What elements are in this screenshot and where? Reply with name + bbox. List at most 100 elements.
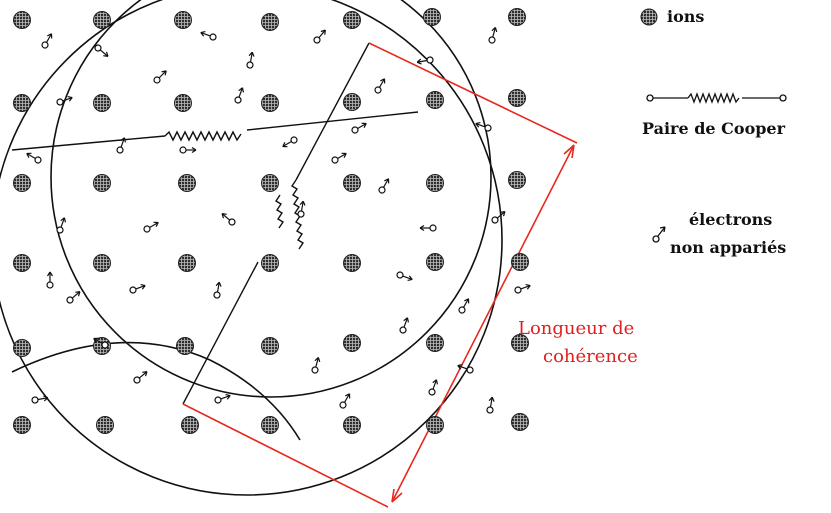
electron-arrow-icon [311,357,321,374]
ion [13,339,31,357]
electron-arrow-icon [179,146,197,154]
legend-cooper-label: Paire de Cooper [642,119,786,138]
coherence-length-label: Longueur de cohérence [518,318,638,367]
ion [178,174,196,192]
coherence-length-arrow [391,144,575,503]
main-coherence-circle [50,0,492,398]
unpaired-electrons [26,27,531,414]
ion [426,334,444,352]
arrow-head-bottom [391,488,403,503]
ion [426,91,444,109]
ion [93,254,111,272]
electron-arrow-icon [133,371,148,384]
legend-ion-icon [640,8,658,26]
coherence-label-line1: Longueur de [518,318,634,339]
ion [343,416,361,434]
electron-arrow-icon [93,337,109,349]
electron-arrow-icon [475,121,492,132]
ion [13,254,31,272]
electron-arrow-icon [94,44,109,57]
electron-arrow-icon [234,87,245,104]
electron-arrow-icon [46,271,54,289]
coherence-circles [0,0,503,496]
arrow-head-top [563,144,575,159]
legend-cooper-icon [646,92,787,104]
ion [174,94,192,112]
ion [181,416,199,434]
electron-arrow-icon [41,33,53,49]
ion [261,254,279,272]
ion [93,94,111,112]
ion [343,11,361,29]
electron-arrow-icon [486,396,495,414]
left-partial-circle [11,341,301,441]
electron-arrow-icon [313,29,326,44]
electron-arrow-icon [339,393,351,409]
electron-arrow-icon [378,178,390,194]
electron-arrow-icon [26,152,42,164]
electron-arrow-icon [416,56,434,65]
ion [508,8,526,26]
ion [261,337,279,355]
ion [13,11,31,29]
electron-arrow-icon [488,27,498,44]
electron-arrow-icon [213,281,222,299]
ion [508,89,526,107]
electron-arrow-icon [458,298,470,314]
legend-electron-icon [652,226,666,243]
ion [261,13,279,31]
ion [343,334,361,352]
legend-electrons-line1: électrons [689,210,772,229]
ion [426,253,444,271]
ion [343,93,361,111]
ion [13,94,31,112]
ion [176,337,194,355]
ion [511,413,529,431]
electron-arrow-icon [282,136,298,148]
electron-arrow-icon [66,291,81,304]
ion [343,254,361,272]
coherence-length-frame [182,42,578,508]
electron-arrow-icon [491,211,506,224]
legend-ions-label: ions [667,7,704,26]
electron-arrow-icon [331,152,347,164]
electron-arrow-icon [214,393,231,404]
ion [426,416,444,434]
legend-electrons-line2: non appariés [670,238,786,257]
ion [508,171,526,189]
ion [96,416,114,434]
electron-arrow-icon [399,317,410,334]
ion [426,174,444,192]
electron-arrow-icon [200,30,217,41]
electron-arrow-icon [221,213,236,226]
electron-arrow-icon [129,283,146,294]
large-coherence-circle [0,0,503,496]
electron-arrow-icon [514,283,531,294]
ion [423,8,441,26]
electron-arrow-icon [457,363,474,374]
electron-arrow-icon [143,221,159,233]
electron-arrow-icon [374,78,386,94]
electron-arrow-icon [153,70,167,84]
coherence-label-line2: cohérence [543,346,638,367]
electron-arrow-icon [246,51,255,69]
ion [174,11,192,29]
ion [93,11,111,29]
electron-arrow-icon [428,379,439,396]
electron-arrow-icon [351,122,367,134]
electron-arrow-icon [56,217,67,234]
electron-arrow-icon [31,395,49,404]
electron-arrow-icon [297,200,306,218]
ion [261,94,279,112]
electron-arrow-icon [419,224,437,232]
ion [261,416,279,434]
ion [343,174,361,192]
ion [261,174,279,192]
legend: ions Paire de Cooper électrons non appar… [640,7,787,257]
electron-arrow-icon [396,271,413,282]
electron-arrow-icon [56,95,73,106]
ion [178,254,196,272]
ion [511,253,529,271]
ion [93,174,111,192]
